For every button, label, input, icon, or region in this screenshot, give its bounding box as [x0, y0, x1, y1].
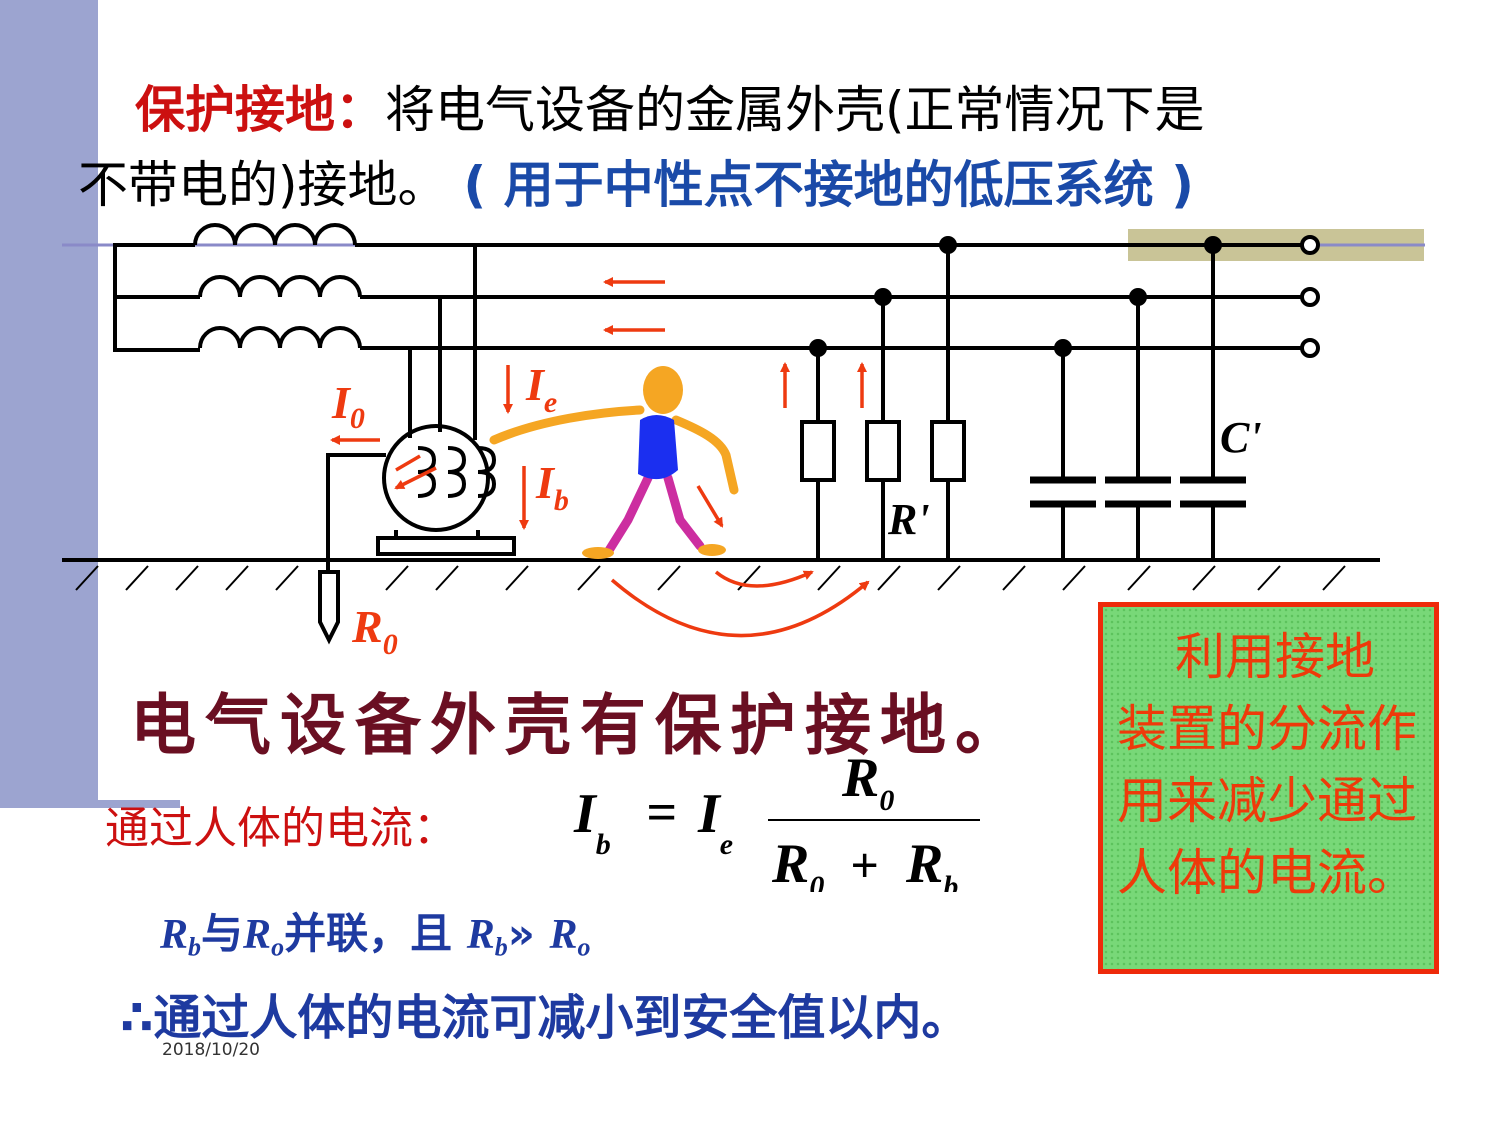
- relation-Rb-sub: b: [494, 932, 508, 962]
- parallel-relation: Rb与Ro并联，且 Rb» Ro: [160, 900, 591, 962]
- shunt-explanation-callout: 利用接地装置的分流作用来减少通过人体的电流。: [1098, 602, 1439, 974]
- label-Rprime: R': [887, 495, 930, 544]
- svg-text:Ib: Ib: [573, 783, 611, 861]
- label-Ib: Ib: [535, 457, 569, 517]
- motor-housing: [382, 424, 490, 532]
- formula-label: 通过人体的电流：: [105, 803, 457, 854]
- current-formula: Ib = Ie R0 R0 + Rb: [573, 752, 980, 892]
- current-arrow-earth-1: [714, 570, 814, 588]
- svg-text:Rb: Rb: [905, 833, 958, 892]
- person-leg-left: [603, 473, 653, 557]
- svg-text:R0: R0: [841, 752, 894, 817]
- earth-hatching: [75, 565, 1346, 591]
- terminal-1: [1300, 235, 1320, 255]
- svg-text:Ie: Ie: [697, 783, 733, 861]
- relation-Ro: R: [549, 912, 578, 958]
- current-arrow-motor-1: [394, 466, 437, 490]
- current-arrow-body: [696, 485, 724, 528]
- junction-dot: [809, 339, 827, 357]
- terminal-3: [1300, 338, 1320, 358]
- junction-dot: [1204, 236, 1222, 254]
- transformer-winding-1: [193, 223, 357, 246]
- person-arm-right: [671, 415, 739, 495]
- svg-text:+: +: [850, 837, 879, 892]
- conclusion-text: ∴通过人体的电流可减小到安全值以内。: [120, 990, 970, 1046]
- label-Cprime: C': [1220, 413, 1262, 462]
- person-leg-right: [663, 473, 705, 551]
- parallel-text: 并联，且: [284, 909, 453, 958]
- parallel-Ro-sub: o: [271, 932, 285, 962]
- definition-line-1: 保护接地：将电气设备的金属外壳(正常情况下是: [135, 70, 1205, 142]
- person-foot-left: [582, 547, 614, 559]
- transformer-winding-3: [198, 326, 362, 349]
- parallel-Rb: R: [160, 912, 189, 958]
- current-arrow-motor-2: [395, 454, 421, 472]
- svg-text:=: =: [646, 782, 677, 842]
- motor-coil: [417, 446, 497, 498]
- current-arrow-earth-2: [610, 578, 870, 638]
- person-head: [643, 366, 683, 414]
- relation-symbol: »: [507, 909, 535, 958]
- junction-dot: [1054, 339, 1072, 357]
- relation-Ro-sub: o: [577, 932, 591, 962]
- svg-text:R0: R0: [771, 833, 824, 892]
- motor-base: [376, 536, 516, 556]
- parallel-Rb-sub: b: [188, 932, 202, 962]
- label-I0: I0: [331, 377, 365, 435]
- insulation-resistor-2: [865, 420, 901, 482]
- junction-dot: [874, 288, 892, 306]
- junction-dot: [939, 236, 957, 254]
- definition-keyword: 保护接地：: [135, 81, 385, 139]
- ground-electrode: [318, 570, 340, 645]
- person-foot-right: [698, 544, 726, 556]
- label-Ie: Ie: [525, 359, 557, 419]
- parallel-Ro: R: [243, 912, 272, 958]
- label-R0: R0: [351, 601, 398, 661]
- definition-line-2: 不带电的)接地。 ( 用于中性点不接地的低压系统 ): [78, 145, 1194, 217]
- motor-foot: [394, 530, 480, 538]
- callout-text: 利用接地装置的分流作用来减少通过人体的电流。: [1117, 628, 1417, 902]
- definition-text-1: 将电气设备的金属外壳(正常情况下是: [385, 81, 1205, 139]
- section-heading: 电气设备外壳有保护接地。: [130, 686, 1030, 764]
- insulation-resistor-3: [930, 420, 966, 482]
- definition-text-2: 不带电的)接地。: [78, 156, 448, 214]
- slide-date: 2018/10/20: [162, 1040, 260, 1060]
- relation-Rb: R: [466, 912, 495, 958]
- transformer-winding-2: [198, 275, 362, 298]
- person-body: [638, 415, 678, 480]
- junction-dot: [1129, 288, 1147, 306]
- grounding-wire: [326, 453, 386, 572]
- slide-sidebar-underline: [0, 800, 180, 808]
- insulation-resistor-1: [800, 420, 836, 482]
- person-figure: [489, 366, 739, 559]
- slide-sidebar-bar: [0, 0, 98, 805]
- person-arm-left: [489, 405, 645, 445]
- terminal-2: [1300, 287, 1320, 307]
- definition-note: ( 用于中性点不接地的低压系统 ): [463, 156, 1194, 214]
- parallel-with: 与: [201, 909, 244, 958]
